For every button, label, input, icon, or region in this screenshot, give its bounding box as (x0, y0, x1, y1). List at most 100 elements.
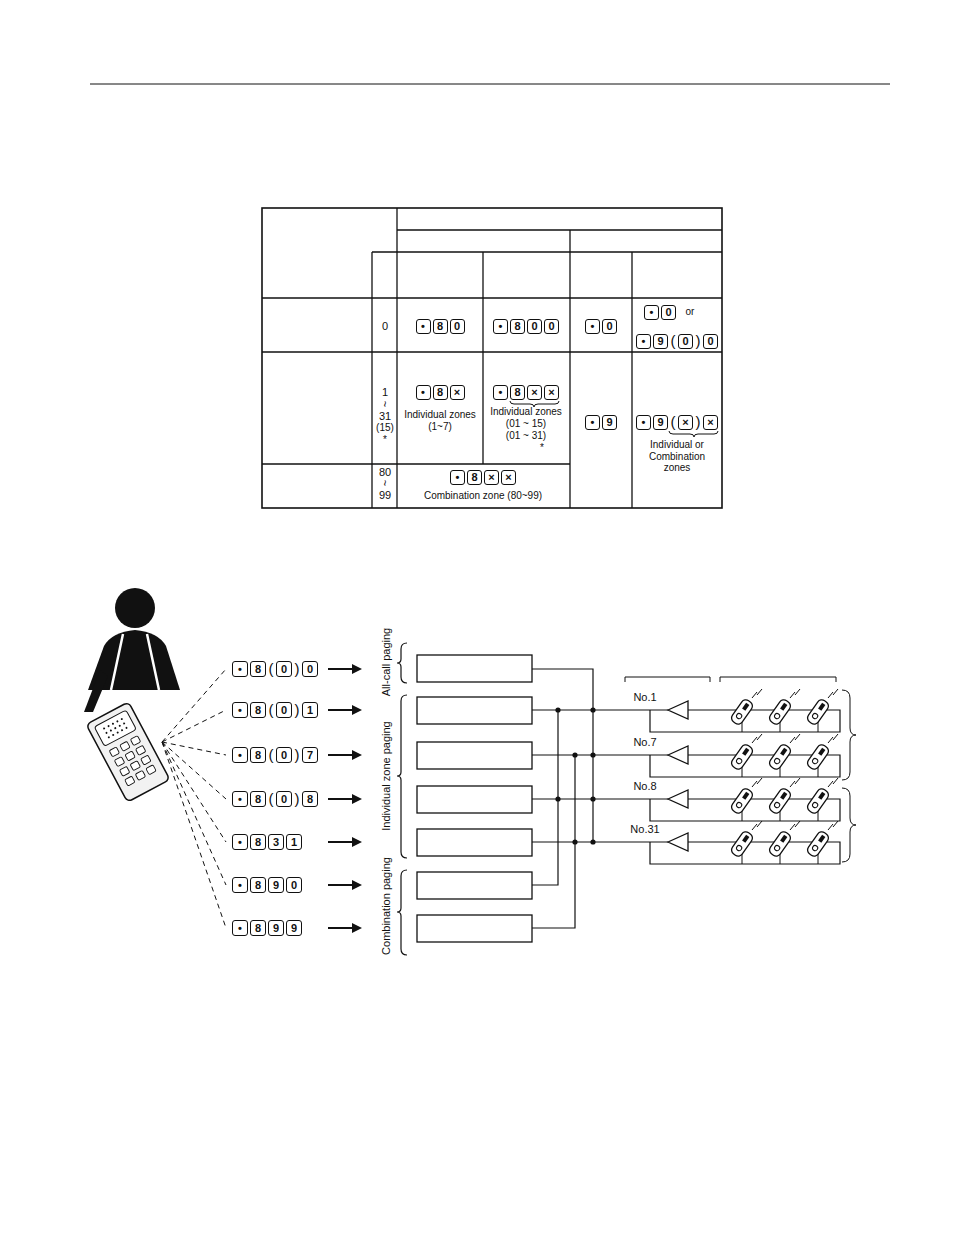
pager-receiver (768, 830, 793, 858)
keypad-key: × (450, 385, 465, 400)
pager-receiver (752, 781, 757, 787)
pager-receiver (790, 737, 795, 743)
call-line (352, 664, 362, 674)
keypad-key: • (644, 305, 659, 320)
junction-dot (555, 707, 595, 844)
call-line (352, 705, 362, 715)
pager-receiver (790, 824, 795, 830)
keypad-key: 8 (250, 877, 266, 893)
handset (120, 718, 123, 721)
pager-receiver (795, 778, 800, 784)
column-bracket (625, 677, 710, 682)
handset (107, 736, 110, 739)
handset (125, 776, 135, 786)
table-grid (371, 252, 372, 508)
table-grid (262, 351, 722, 352)
pager-receiver (780, 748, 787, 756)
under-brace (470, 485, 496, 489)
junction-dot (590, 752, 595, 757)
label-text: 31 (379, 410, 391, 423)
amplifier (668, 701, 688, 719)
keypad-key: 0 (276, 661, 292, 677)
pager-receiver (730, 698, 755, 726)
wiring (532, 669, 668, 928)
pager-receiver (768, 698, 793, 726)
keypad-key: • (636, 415, 651, 430)
keypad-key: • (416, 319, 431, 334)
paging-box (417, 915, 532, 942)
table-grid (262, 208, 722, 508)
bracket-sign: ( (269, 790, 274, 807)
under-brace (669, 431, 718, 437)
zone-brace (397, 643, 407, 683)
column-bracket (720, 677, 836, 682)
operator-figure (115, 588, 155, 628)
pager-receiver (752, 692, 757, 698)
pager-receiver (833, 689, 838, 695)
pager-receiver (736, 712, 743, 719)
keypad-key: • (585, 415, 600, 430)
pager-receiver (812, 801, 819, 808)
keypad-key: 0 (527, 319, 542, 334)
handset (120, 766, 130, 776)
label-text: 99 (379, 489, 391, 502)
handset (121, 729, 124, 732)
keypad-key: 0 (661, 305, 676, 320)
pager-receiver (752, 737, 757, 743)
keypad-key: 8 (250, 747, 266, 763)
junction-dot (572, 839, 577, 844)
range-sign: ~ (379, 480, 392, 486)
pager-receiver (833, 821, 838, 827)
junction-dot (590, 839, 595, 844)
handset (86, 702, 170, 802)
pager-receiver (742, 835, 749, 843)
keypad-key: 7 (302, 747, 318, 763)
keypad-key: • (232, 747, 248, 763)
pager-receiver (806, 787, 831, 815)
handset (120, 741, 130, 751)
paging-box (417, 742, 532, 769)
pager-receiver (742, 703, 749, 711)
pager-receiver (828, 824, 833, 830)
keypad-key: 0 (678, 334, 693, 349)
call-line (162, 742, 226, 842)
pager-receiver (818, 748, 825, 756)
bracket-sign: ) (295, 660, 300, 677)
zone-brace (397, 870, 407, 955)
amplifier (668, 746, 688, 764)
call-line (328, 709, 353, 711)
keypad-key: 8 (302, 791, 318, 807)
wiring (532, 841, 668, 842)
keypad-key: 8 (467, 470, 482, 485)
table-grid (482, 252, 483, 464)
pager-receiver (768, 787, 793, 815)
pager-receiver (730, 830, 755, 858)
pager-receiver (790, 781, 795, 787)
keypad-key: • (232, 702, 248, 718)
pager-receiver (795, 734, 800, 740)
handset (141, 755, 151, 765)
keypad-key: 9 (653, 334, 668, 349)
handset (107, 725, 110, 728)
keypad-key: 0 (286, 877, 302, 893)
call-line (162, 664, 362, 933)
pager-receiver (806, 830, 831, 858)
keypad-key: 9 (268, 920, 284, 936)
handset (125, 727, 128, 730)
keypad-key: • (232, 834, 248, 850)
range-sign: ~ (379, 401, 392, 407)
keypad-key: 0 (703, 334, 718, 349)
keypad-key: 1 (302, 702, 318, 718)
handset (135, 770, 145, 780)
zone-brace (397, 643, 407, 955)
pager-receiver (818, 703, 825, 711)
handset (114, 757, 124, 767)
pager-receiver (795, 821, 800, 827)
pager-receiver (768, 787, 793, 815)
label-text: Individual or Combination zones (641, 439, 713, 474)
group-label: Combination paging (380, 857, 393, 955)
call-line (162, 669, 226, 742)
amplifier (650, 701, 840, 864)
pager-receiver (790, 692, 795, 698)
